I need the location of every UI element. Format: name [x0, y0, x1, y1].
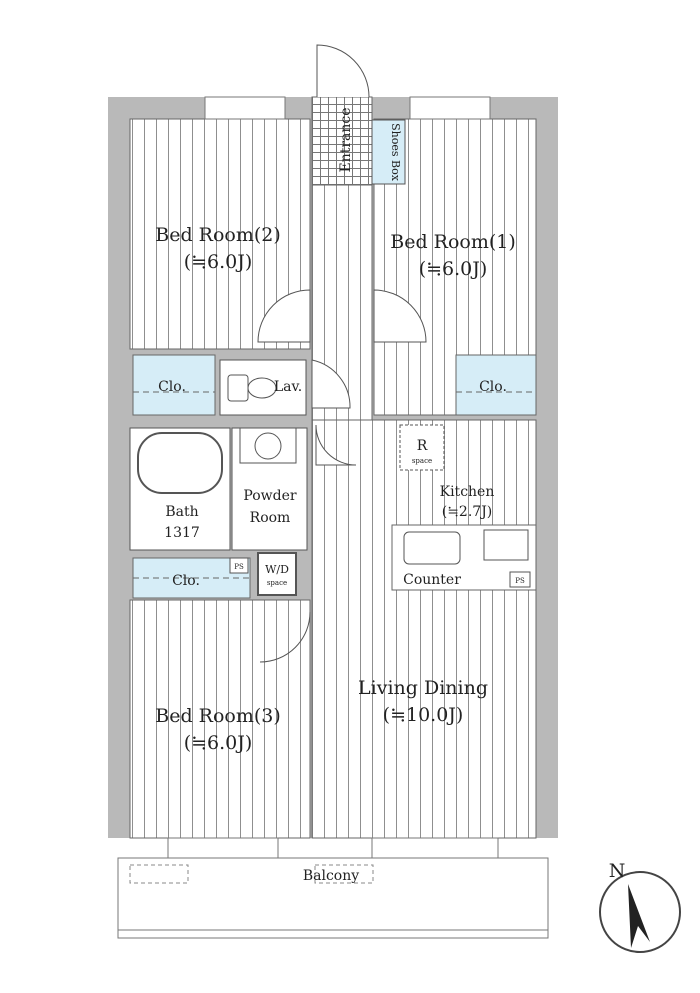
ps-box-right: [509, 571, 531, 588]
north-compass: [599, 871, 681, 953]
wd-space: [257, 552, 297, 596]
lavatory-label: Lav.: [274, 379, 302, 395]
entrance-label: Entrance: [338, 107, 354, 172]
bedroom3-floor: [129, 599, 311, 839]
entrance-floor: [311, 96, 373, 186]
bedroom2-name: Bed Room(2): [155, 224, 281, 246]
kitchen-name: Kitchen: [440, 484, 495, 500]
fridge-label: R: [417, 438, 428, 454]
ps-label-left: PS: [234, 563, 244, 571]
living-name: Living Dining: [358, 677, 488, 699]
compass-north-label: N: [609, 860, 626, 882]
bedroom1-name: Bed Room(1): [390, 231, 516, 253]
fridge-sub: space: [412, 457, 432, 465]
stove: [483, 529, 529, 561]
closet-label-1: Clo.: [158, 379, 186, 395]
closet-right: [455, 354, 537, 416]
bedroom3-name: Bed Room(3): [155, 705, 281, 727]
fridge-space: [399, 424, 445, 471]
wd-sub: space: [267, 579, 287, 587]
bath-name: Bath: [165, 504, 198, 520]
ps-label-right: PS: [515, 577, 525, 585]
balcony-label: Balcony: [303, 868, 359, 884]
shoes-box-label: Shoes Box: [389, 123, 402, 182]
north-arrow-icon: [628, 884, 650, 948]
bedroom2-size: (≒6.0J): [184, 251, 253, 273]
powder-room-line1: Powder: [243, 488, 297, 504]
wd-label: W/D: [265, 563, 289, 576]
balcony: [117, 857, 549, 939]
closet-left-top: [132, 354, 216, 416]
closet-label-2: Clo.: [479, 379, 507, 395]
kitchen-size: (≒2.7J): [442, 504, 493, 520]
bath-size: 1317: [164, 525, 200, 541]
living-size: (≒10.0J): [383, 704, 464, 726]
bedroom1-size: (≒6.0J): [419, 258, 488, 280]
sink: [403, 531, 461, 565]
bathtub: [137, 432, 223, 494]
living-floor: [311, 419, 537, 839]
counter-label: Counter: [403, 572, 461, 588]
powder-room-line2: Room: [250, 510, 291, 526]
bedroom3-size: (≒6.0J): [184, 732, 253, 754]
ps-box-left: [229, 557, 249, 574]
shoes-box: [371, 119, 406, 185]
closet-label-3: Clo.: [172, 573, 200, 589]
